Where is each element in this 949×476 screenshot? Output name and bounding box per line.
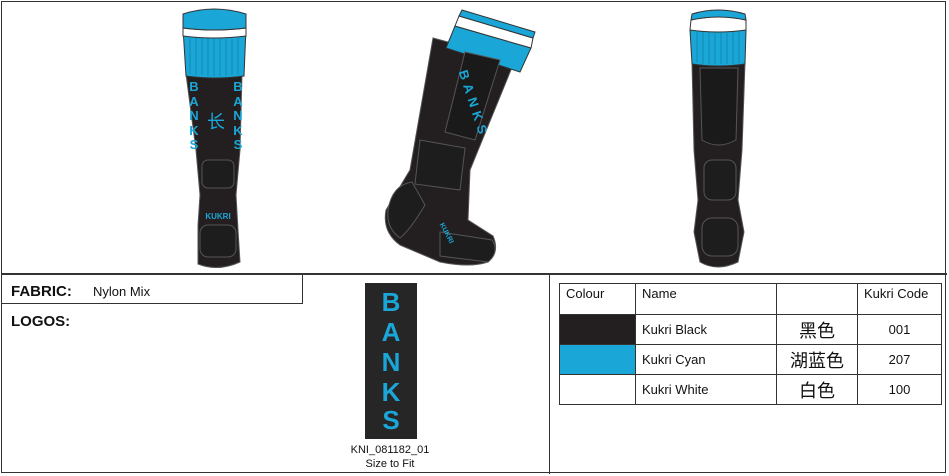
sock-front-group bbox=[182, 8, 247, 268]
sock-back-cuff-cyan bbox=[689, 29, 747, 67]
front-letter: B bbox=[189, 79, 199, 94]
colour-name: Kukri Black bbox=[635, 314, 777, 345]
front-letter: K bbox=[189, 122, 199, 138]
colour-table-header: Colour Name Kukri Code bbox=[559, 283, 942, 315]
front-letter: B bbox=[233, 79, 243, 94]
fabric-box bbox=[2, 275, 303, 304]
front-letter: S bbox=[233, 137, 243, 152]
sock-front-left-letters: B A N K S bbox=[188, 79, 200, 153]
logo-letter: N bbox=[381, 347, 401, 377]
logo-size-note: Size to Fit bbox=[365, 458, 415, 470]
table-row: Kukri Cyan 湖蓝色 207 bbox=[559, 344, 942, 375]
sock-front-cuff-cyan bbox=[182, 27, 247, 79]
fabric-label: FABRIC: bbox=[11, 283, 72, 300]
logos-label: LOGOS: bbox=[11, 313, 71, 330]
front-letter: S bbox=[189, 137, 199, 152]
colour-swatch bbox=[559, 374, 636, 405]
colour-code: 207 bbox=[857, 344, 942, 375]
logo-letter: A bbox=[381, 317, 401, 347]
sock-back-heel-panel bbox=[701, 217, 739, 257]
sock-side-cuff-top bbox=[458, 9, 536, 39]
colour-table: Colour Name Kukri Code Kukri Black 黑色 00… bbox=[559, 283, 942, 405]
colour-chinese-name: 白色 bbox=[776, 374, 858, 405]
sock-back-calf-panel bbox=[699, 67, 739, 146]
sock-back-cuff-white bbox=[689, 16, 747, 33]
colour-name: Kukri White bbox=[635, 374, 777, 405]
sock-front-ankle-panel bbox=[201, 159, 235, 189]
header-kukri-code: Kukri Code bbox=[857, 283, 942, 315]
sock-front-view bbox=[182, 8, 747, 268]
colour-code: 100 bbox=[857, 374, 942, 405]
header-colour: Colour bbox=[559, 283, 636, 315]
sock-front-foot-panel bbox=[199, 224, 237, 258]
table-row: Kukri White 白色 100 bbox=[559, 374, 942, 405]
banks-logo-tile: B A N K S bbox=[365, 283, 417, 439]
header-name: Name bbox=[635, 283, 777, 315]
sock-side-toe-panel bbox=[439, 231, 496, 263]
colour-swatch bbox=[559, 344, 636, 375]
colour-chinese-name: 黑色 bbox=[776, 314, 858, 345]
sock-back-group bbox=[689, 9, 747, 268]
colour-chinese-name: 湖蓝色 bbox=[776, 344, 858, 375]
front-letter: N bbox=[189, 108, 199, 123]
sock-side-group bbox=[384, 9, 536, 266]
sock-front-kukri-logo: KUKRI bbox=[205, 212, 231, 221]
header-chinese bbox=[776, 283, 858, 315]
table-row: Kukri Black 黑色 001 bbox=[559, 314, 942, 345]
logo-letter: B bbox=[381, 287, 401, 317]
fabric-value: Nylon Mix bbox=[93, 284, 151, 299]
sock-back-cuff-top bbox=[690, 9, 747, 21]
front-letter: A bbox=[189, 93, 199, 109]
colour-name: Kukri Cyan bbox=[635, 344, 777, 375]
colour-code: 001 bbox=[857, 314, 942, 345]
sock-side-ankle-panel bbox=[414, 139, 466, 191]
logo-code: KNI_081182_01 bbox=[350, 444, 430, 456]
sock-side-shin-panel bbox=[444, 51, 501, 141]
logo-letter: K bbox=[381, 377, 401, 407]
sock-front-cuff-top bbox=[182, 8, 247, 31]
front-letter: K bbox=[233, 122, 243, 138]
logo-letter: S bbox=[382, 405, 400, 435]
sock-side-heel-panel bbox=[387, 181, 426, 239]
divider-vertical bbox=[549, 274, 550, 474]
sock-back-ankle-panel bbox=[703, 159, 737, 201]
front-letter: A bbox=[233, 93, 243, 109]
front-letter: N bbox=[233, 108, 243, 123]
sock-front-emblem: 长 bbox=[207, 112, 225, 132]
colour-swatch bbox=[559, 314, 636, 345]
divider-horizontal bbox=[1, 273, 947, 275]
sock-front-right-letters: B A N K S bbox=[232, 79, 244, 153]
